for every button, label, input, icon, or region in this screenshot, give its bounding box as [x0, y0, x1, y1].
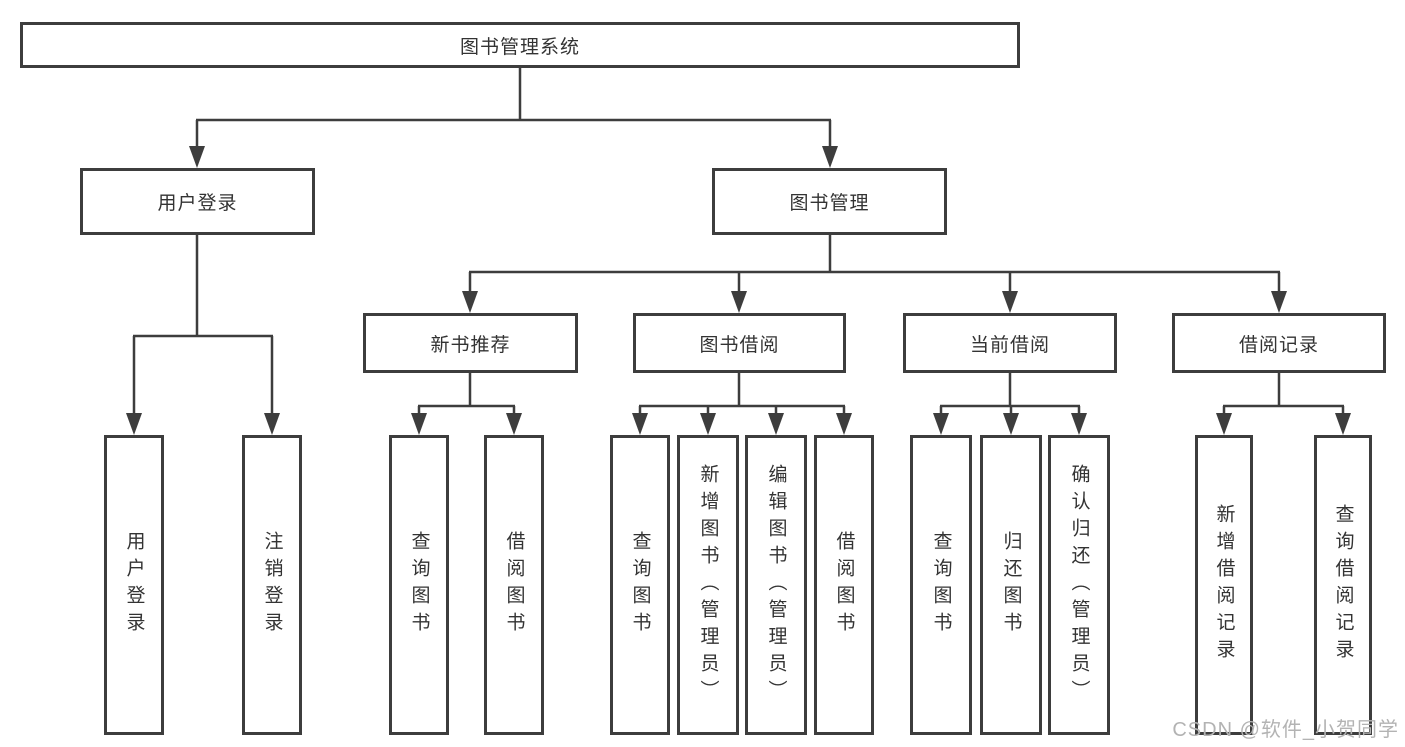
- connector-login-to-leaves: [126, 235, 280, 435]
- leaf-user-login: 用户登录: [104, 435, 164, 735]
- node-book-borrowing: 图书借阅: [633, 313, 846, 373]
- leaf-query-books-recommend: 查询图书: [389, 435, 449, 735]
- leaf-query-books-current: 查询图书: [910, 435, 972, 735]
- node-current-borrowing: 当前借阅: [903, 313, 1117, 373]
- connector-borrow-to-leaves: [632, 373, 852, 435]
- connector-mgmt-to-level2: [462, 235, 1287, 313]
- leaf-borrow-books-recommend: 借阅图书: [484, 435, 544, 735]
- leaf-query-borrow-record: 查询借阅记录: [1314, 435, 1372, 735]
- csdn-watermark: CSDN @软件_小贺同学: [1172, 719, 1399, 741]
- connector-records-to-leaves: [1216, 373, 1351, 435]
- leaf-confirm-return-admin: 确认归还（管理员）: [1048, 435, 1110, 735]
- leaf-return-books: 归还图书: [980, 435, 1042, 735]
- connector-current-to-leaves: [933, 373, 1087, 435]
- leaf-edit-books-admin: 编辑图书（管理员）: [745, 435, 807, 735]
- leaf-add-books-admin: 新增图书（管理员）: [677, 435, 739, 735]
- connector-root-to-level1: [189, 68, 838, 168]
- leaf-add-borrow-record: 新增借阅记录: [1195, 435, 1253, 735]
- node-book-management: 图书管理: [712, 168, 947, 235]
- leaf-borrow-books: 借阅图书: [814, 435, 874, 735]
- node-library-management-system: 图书管理系统: [20, 22, 1020, 68]
- leaf-logout: 注销登录: [242, 435, 302, 735]
- leaf-query-books-borrow: 查询图书: [610, 435, 670, 735]
- node-user-login: 用户登录: [80, 168, 315, 235]
- node-borrowing-records: 借阅记录: [1172, 313, 1386, 373]
- connector-newbooks-to-leaves: [411, 373, 522, 435]
- node-new-book-recommend: 新书推荐: [363, 313, 578, 373]
